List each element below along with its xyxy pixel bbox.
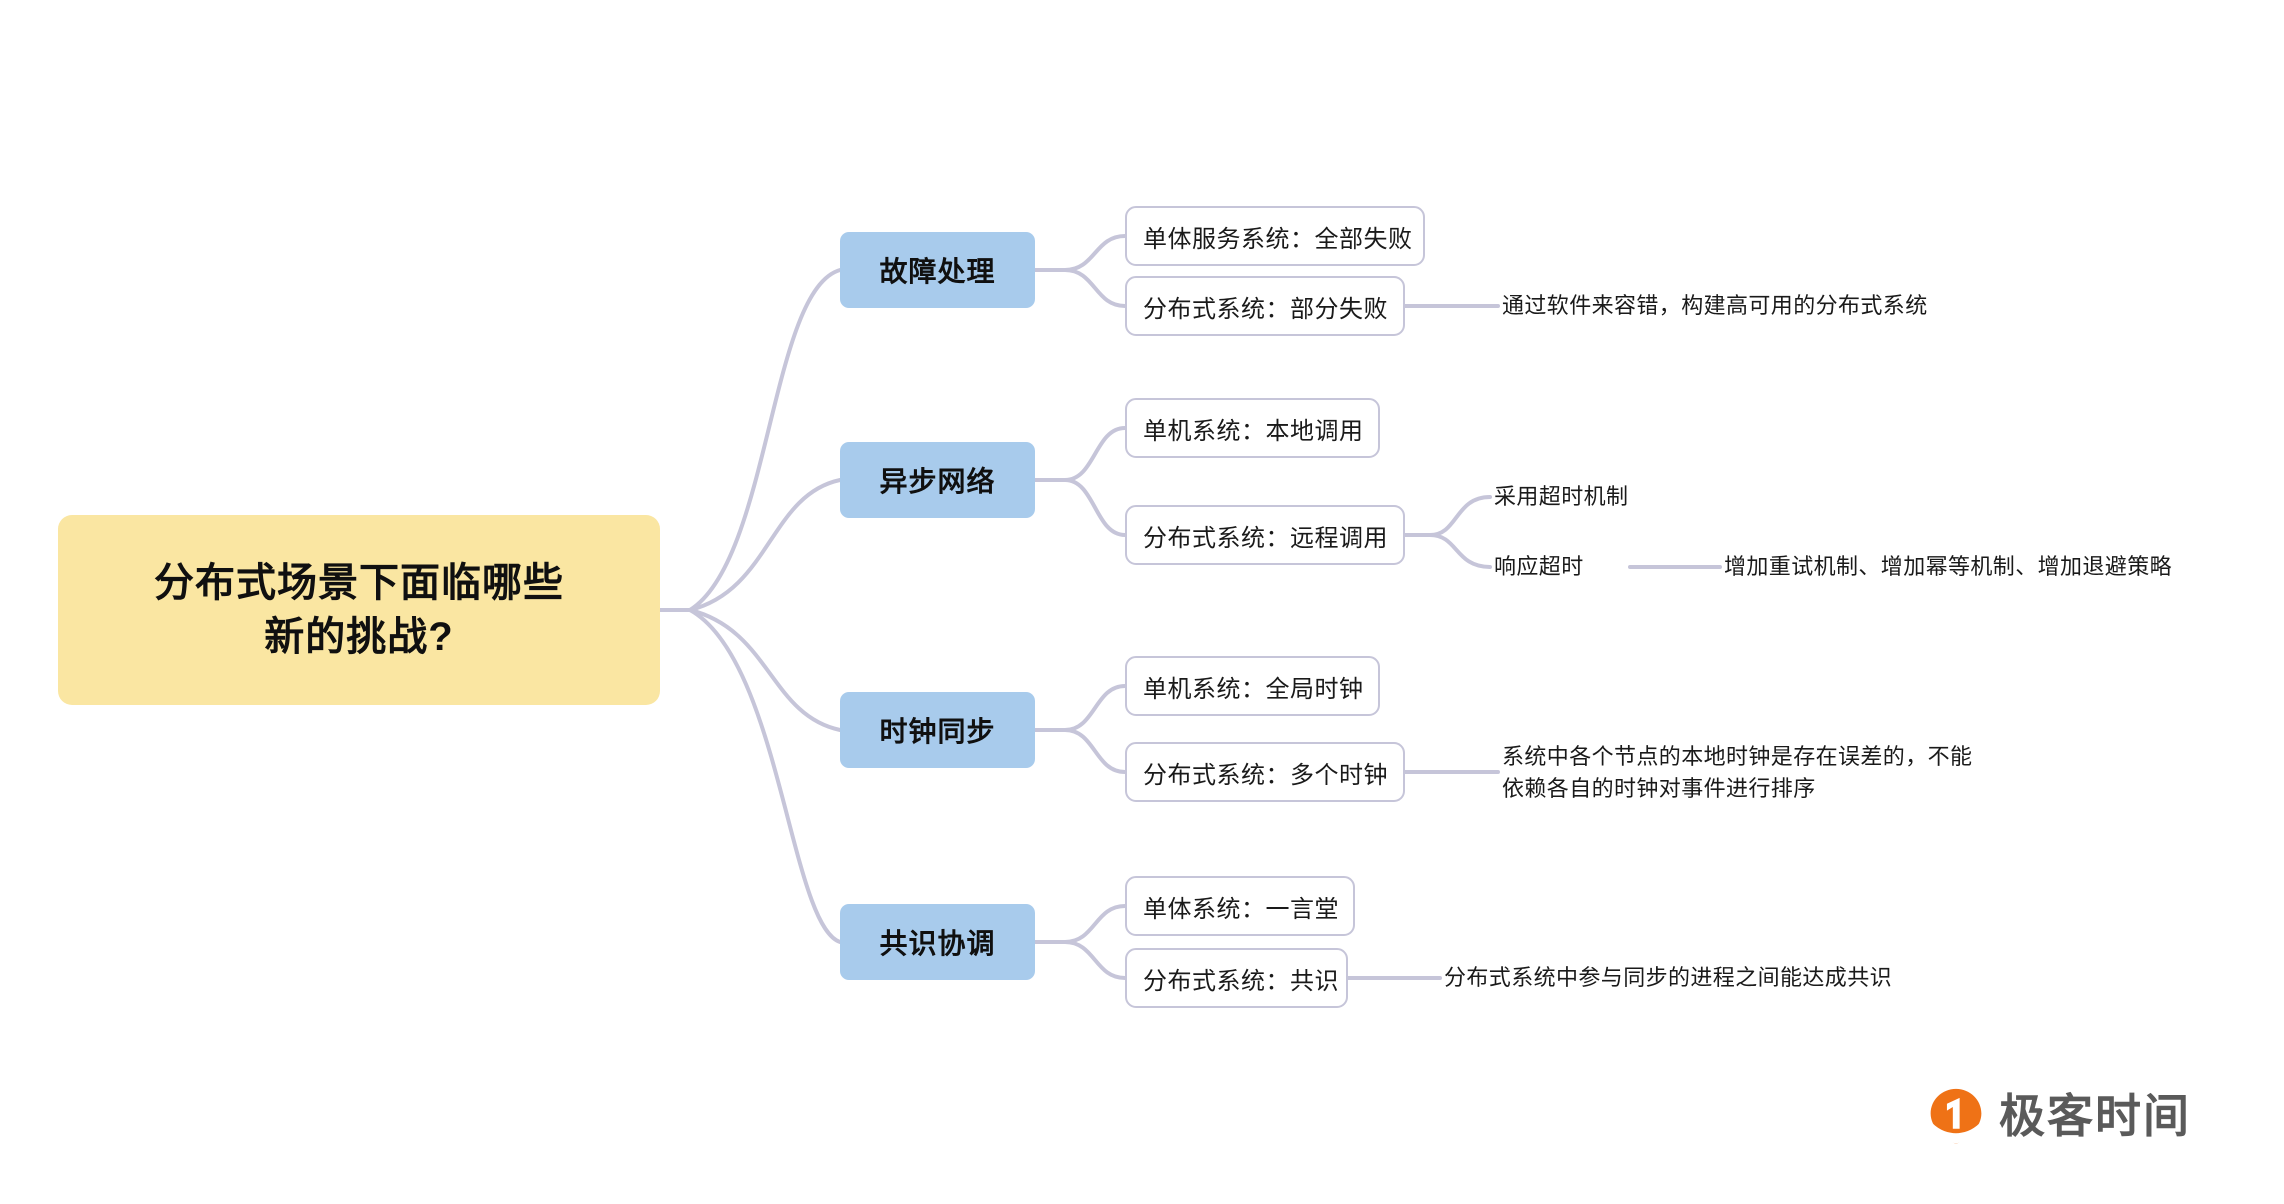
connector-fault-child-1	[1063, 234, 1127, 272]
leaf-node-response-timeout[interactable]: 响应超时	[1494, 554, 1584, 580]
connector-hub-fault-handling	[688, 268, 842, 612]
leaf-node-fault-tolerance-note[interactable]: 通过软件来容错，构建高可用的分布式系统	[1502, 293, 1928, 319]
branch-node-async-network[interactable]: 异步网络	[840, 442, 1035, 518]
connector-hub-async-network	[688, 478, 842, 612]
connector-hub-clock-sync	[688, 608, 842, 732]
child-node-single-local-call[interactable]: 单机系统：本地调用	[1125, 398, 1380, 458]
child-node-monolith-all-fail[interactable]: 单体服务系统：全部失败	[1125, 206, 1425, 266]
geektime-pin-icon	[1930, 1088, 1982, 1144]
leaf-node-retry-idempotent-backoff[interactable]: 增加重试机制、增加幂等机制、增加退避策略	[1724, 554, 2173, 580]
child-node-distributed-multi-clock[interactable]: 分布式系统：多个时钟	[1125, 742, 1405, 802]
connector-async-child-1	[1063, 426, 1127, 482]
child-node-distributed-consensus[interactable]: 分布式系统：共识	[1125, 948, 1348, 1008]
connector-async-child-2	[1063, 478, 1127, 537]
branch-node-consensus-coordination[interactable]: 共识协调	[840, 904, 1035, 980]
geektime-wordmark: 极客时间	[1999, 1090, 2191, 1142]
connector-hub-consensus	[688, 608, 842, 944]
branch-node-fault-handling[interactable]: 故障处理	[840, 232, 1035, 308]
connector-clock-child-2	[1063, 728, 1127, 774]
leaf-node-timeout-mechanism[interactable]: 采用超时机制	[1494, 484, 1629, 510]
connector-consensus-child-1	[1063, 904, 1127, 944]
connector-clock-child-1	[1063, 684, 1127, 732]
geektime-logo: 极客时间	[1927, 1087, 2191, 1145]
child-node-distributed-remote-call[interactable]: 分布式系统：远程调用	[1125, 505, 1405, 565]
leaf-node-clock-drift-note[interactable]: 系统中各个节点的本地时钟是存在误差的，不能 依赖各自的时钟对事件进行排序	[1502, 744, 1973, 801]
connector-remotecall-leaf-2	[1428, 533, 1492, 569]
connector-fault-child-2	[1063, 268, 1127, 308]
branch-node-clock-sync[interactable]: 时钟同步	[840, 692, 1035, 768]
root-node[interactable]: 分布式场景下面临哪些 新的挑战?	[58, 515, 660, 705]
child-node-monolith-single-voice[interactable]: 单体系统：一言堂	[1125, 876, 1355, 936]
child-node-single-global-clock[interactable]: 单机系统：全局时钟	[1125, 656, 1380, 716]
leaf-node-consensus-note[interactable]: 分布式系统中参与同步的进程之间能达成共识	[1444, 965, 1893, 991]
child-node-distributed-partial-fail[interactable]: 分布式系统：部分失败	[1125, 276, 1405, 336]
connector-consensus-child-2	[1063, 940, 1127, 980]
connector-remotecall-leaf-1	[1428, 495, 1492, 537]
